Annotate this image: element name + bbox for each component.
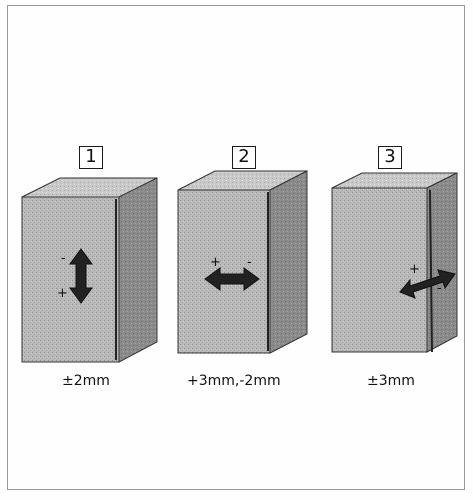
panel-number-1: 1: [79, 146, 103, 169]
cabinet-1-sign-a: -: [61, 251, 66, 266]
diagram-frame: [7, 5, 465, 490]
panel-number-3: 3: [378, 146, 402, 169]
cabinet-2-sign-b: -: [247, 255, 252, 270]
vertical-arrow-icon: [69, 248, 93, 304]
cabinet-2-side: [269, 170, 308, 354]
cabinet-2: + -: [177, 170, 308, 354]
cabinet-3: + -: [331, 172, 458, 353]
cabinet-1: - +: [21, 177, 158, 363]
horizontal-arrow-icon: [204, 267, 260, 291]
cabinet-3-door: [331, 187, 428, 353]
cabinet-2-door: [177, 189, 271, 354]
cabinet-1-side: [118, 177, 158, 363]
cabinet-3-sign-b: -: [437, 281, 442, 296]
depth-arrow-icon: [399, 269, 456, 299]
panel-number-2: 2: [232, 146, 256, 169]
cabinet-1-sign-b: +: [57, 286, 68, 301]
panel-caption-2: +3mm,-2mm: [187, 373, 281, 389]
cabinet-1-door: [21, 196, 120, 363]
cabinet-3-door-edge: [429, 189, 433, 353]
panel-caption-1: ±2mm: [62, 373, 110, 389]
cabinet-3-sign-a: +: [409, 262, 420, 277]
panel-caption-3: ±3mm: [367, 373, 415, 389]
cabinet-2-sign-a: +: [210, 255, 221, 270]
